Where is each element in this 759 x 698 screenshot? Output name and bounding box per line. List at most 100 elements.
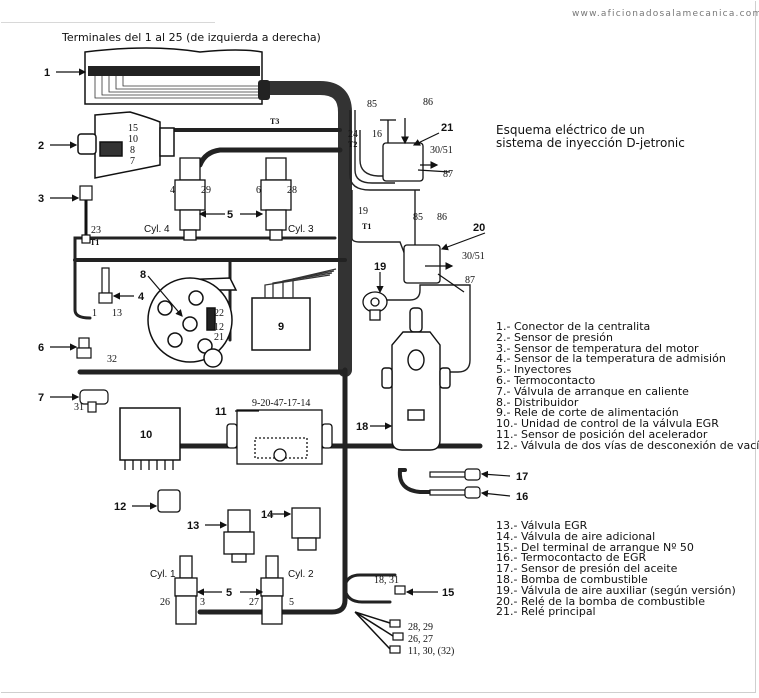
terminal-label: 18, 31: [374, 575, 399, 586]
callout-5-bottom: 5: [226, 587, 232, 599]
terminal-label: 32: [107, 354, 117, 365]
injector-cyl3: [260, 157, 292, 241]
legend-item: 9.- Rele de corte de alimentación: [496, 406, 679, 420]
callout-18: 18: [356, 421, 368, 433]
connector-tag: T1: [362, 222, 371, 231]
distributor: [147, 277, 238, 368]
legend-item: 12.- Válvula de dos vías de desconexión …: [496, 438, 759, 452]
terminal-label: 4: [170, 185, 175, 196]
relay-terminal: 87: [443, 169, 453, 180]
connector-tag: T2: [348, 140, 357, 149]
connector-plugs: [354, 585, 406, 654]
callout-4: 4: [138, 291, 145, 303]
legend-item: 2.- Sensor de presión: [496, 330, 613, 344]
aux-air-valve: [291, 507, 321, 551]
terminal-label: 11, 30, (32): [408, 646, 454, 657]
diagram-title-line-2: sistema de inyección D-jetronic: [496, 136, 685, 150]
terminal-label: 13: [112, 308, 122, 319]
ecu-connector: [84, 47, 270, 105]
connector-tag: T3: [270, 117, 279, 126]
terminal-label: 28: [287, 185, 297, 196]
legend-item: 5.- Inyectores: [496, 363, 572, 377]
callout-19: 19: [374, 261, 386, 273]
legend-item: 15.- Del terminal de arranque Nº 50: [496, 540, 694, 554]
callout-13: 13: [187, 520, 199, 532]
terminal-label: 27: [249, 597, 259, 608]
terminal-label: 15: [128, 123, 138, 134]
terminal-label: 1: [92, 308, 97, 319]
two-way-valve: [157, 489, 181, 513]
callout-8: 8: [140, 269, 146, 281]
legend-item: 6.- Termocontacto: [496, 373, 596, 387]
injector-cyl4: [174, 157, 206, 241]
legend-item: 18.- Bomba de combustible: [496, 572, 648, 586]
terminal-label: 31: [74, 402, 84, 413]
cylinder-label: Cyl. 2: [288, 569, 314, 580]
fuel-pump: [381, 307, 451, 451]
connector-caption: Terminales del 1 al 25 (de izquierda a d…: [62, 31, 321, 44]
injector-cyl2: [260, 555, 284, 625]
tps-terminal-sequence: 9-20-47-17-14: [252, 398, 310, 409]
terminal-label: 21: [214, 332, 224, 343]
terminal-label: 26: [160, 597, 170, 608]
diagram-title-line-1: Esquema eléctrico de un: [496, 123, 645, 137]
callout-2: 2: [38, 140, 44, 152]
relay-terminal: 86: [437, 212, 447, 223]
callout-20: 20: [473, 222, 485, 234]
callout-10: 10: [140, 429, 152, 441]
thermo-contact: [76, 337, 92, 359]
legend-item: 11.- Sensor de posición del acelerador: [496, 427, 708, 441]
callout-14: 14: [261, 509, 274, 521]
injector-cyl1: [174, 555, 198, 625]
website-watermark: www.aficionadosalamecanica.com: [572, 9, 759, 19]
relay-terminal: 87: [465, 275, 475, 286]
callout-17: 17: [516, 471, 528, 483]
pressure-sensor: [77, 111, 175, 179]
callout-15: 15: [442, 587, 454, 599]
legend-item: 10.- Unidad de control de la válvula EGR: [496, 417, 719, 431]
callout-5-top: 5: [227, 209, 233, 221]
relay-terminal: 30/51: [462, 251, 485, 262]
legend-item: 17.- Sensor de presión del aceite: [496, 562, 678, 576]
frame-divider: [1, 22, 215, 23]
terminal-label: 7: [130, 156, 135, 167]
terminal-label: 6: [256, 185, 261, 196]
relay-wiring: [349, 110, 471, 373]
terminal-label: 29: [201, 185, 211, 196]
callout-3: 3: [38, 193, 44, 205]
legend-item: 8.- Distribuidor: [496, 395, 579, 409]
legend-item: 21.- Relé principal: [496, 605, 596, 619]
legend-item: 1.- Conector de la centralita: [496, 320, 651, 333]
terminal-label: 5: [289, 597, 294, 608]
cylinder-label: Cyl. 4: [144, 224, 170, 235]
legend-item: 14.- Válvula de aire adicional: [496, 529, 656, 543]
relay-terminal: 85: [367, 99, 377, 110]
oil-pressure-sensor: [429, 468, 481, 481]
relay-terminal: 86: [423, 97, 433, 108]
legend-item: 3.- Sensor de temperatura del motor: [496, 341, 699, 355]
egr-thermo-contact: [429, 486, 481, 499]
terminal-label: 22: [214, 308, 224, 319]
cold-start-valve: [79, 389, 109, 413]
legend-list-2: 13.- Válvula EGR 14.- Válvula de aire ad…: [496, 520, 736, 619]
terminal-label: 26, 27: [408, 634, 433, 645]
callout-12: 12: [114, 501, 126, 513]
callout-1: 1: [44, 67, 50, 79]
intake-temp-sensor: [98, 267, 113, 304]
terminal-label: 8: [130, 145, 135, 156]
diagram-title: Esquema eléctrico de un sistema de inyec…: [496, 124, 685, 150]
legend-item: 16.- Termocontacto de EGR: [496, 551, 647, 565]
auxiliary-air-valve: [362, 291, 388, 321]
callout-arrows: [50, 68, 511, 596]
cylinder-label: Cyl. 1: [150, 569, 176, 580]
terminal-label: 3: [200, 597, 205, 608]
engine-temp-sensor: [79, 185, 93, 244]
legend-list-1: 1.- Conector de la centralita 2.- Sensor…: [496, 320, 759, 452]
cylinder-label: Cyl. 3: [288, 224, 314, 235]
callout-6: 6: [38, 342, 44, 354]
egr-valve: [223, 509, 255, 563]
legend-item: 19.- Válvula de aire auxiliar (según ver…: [496, 583, 736, 597]
terminal-label: 23: [91, 225, 101, 236]
